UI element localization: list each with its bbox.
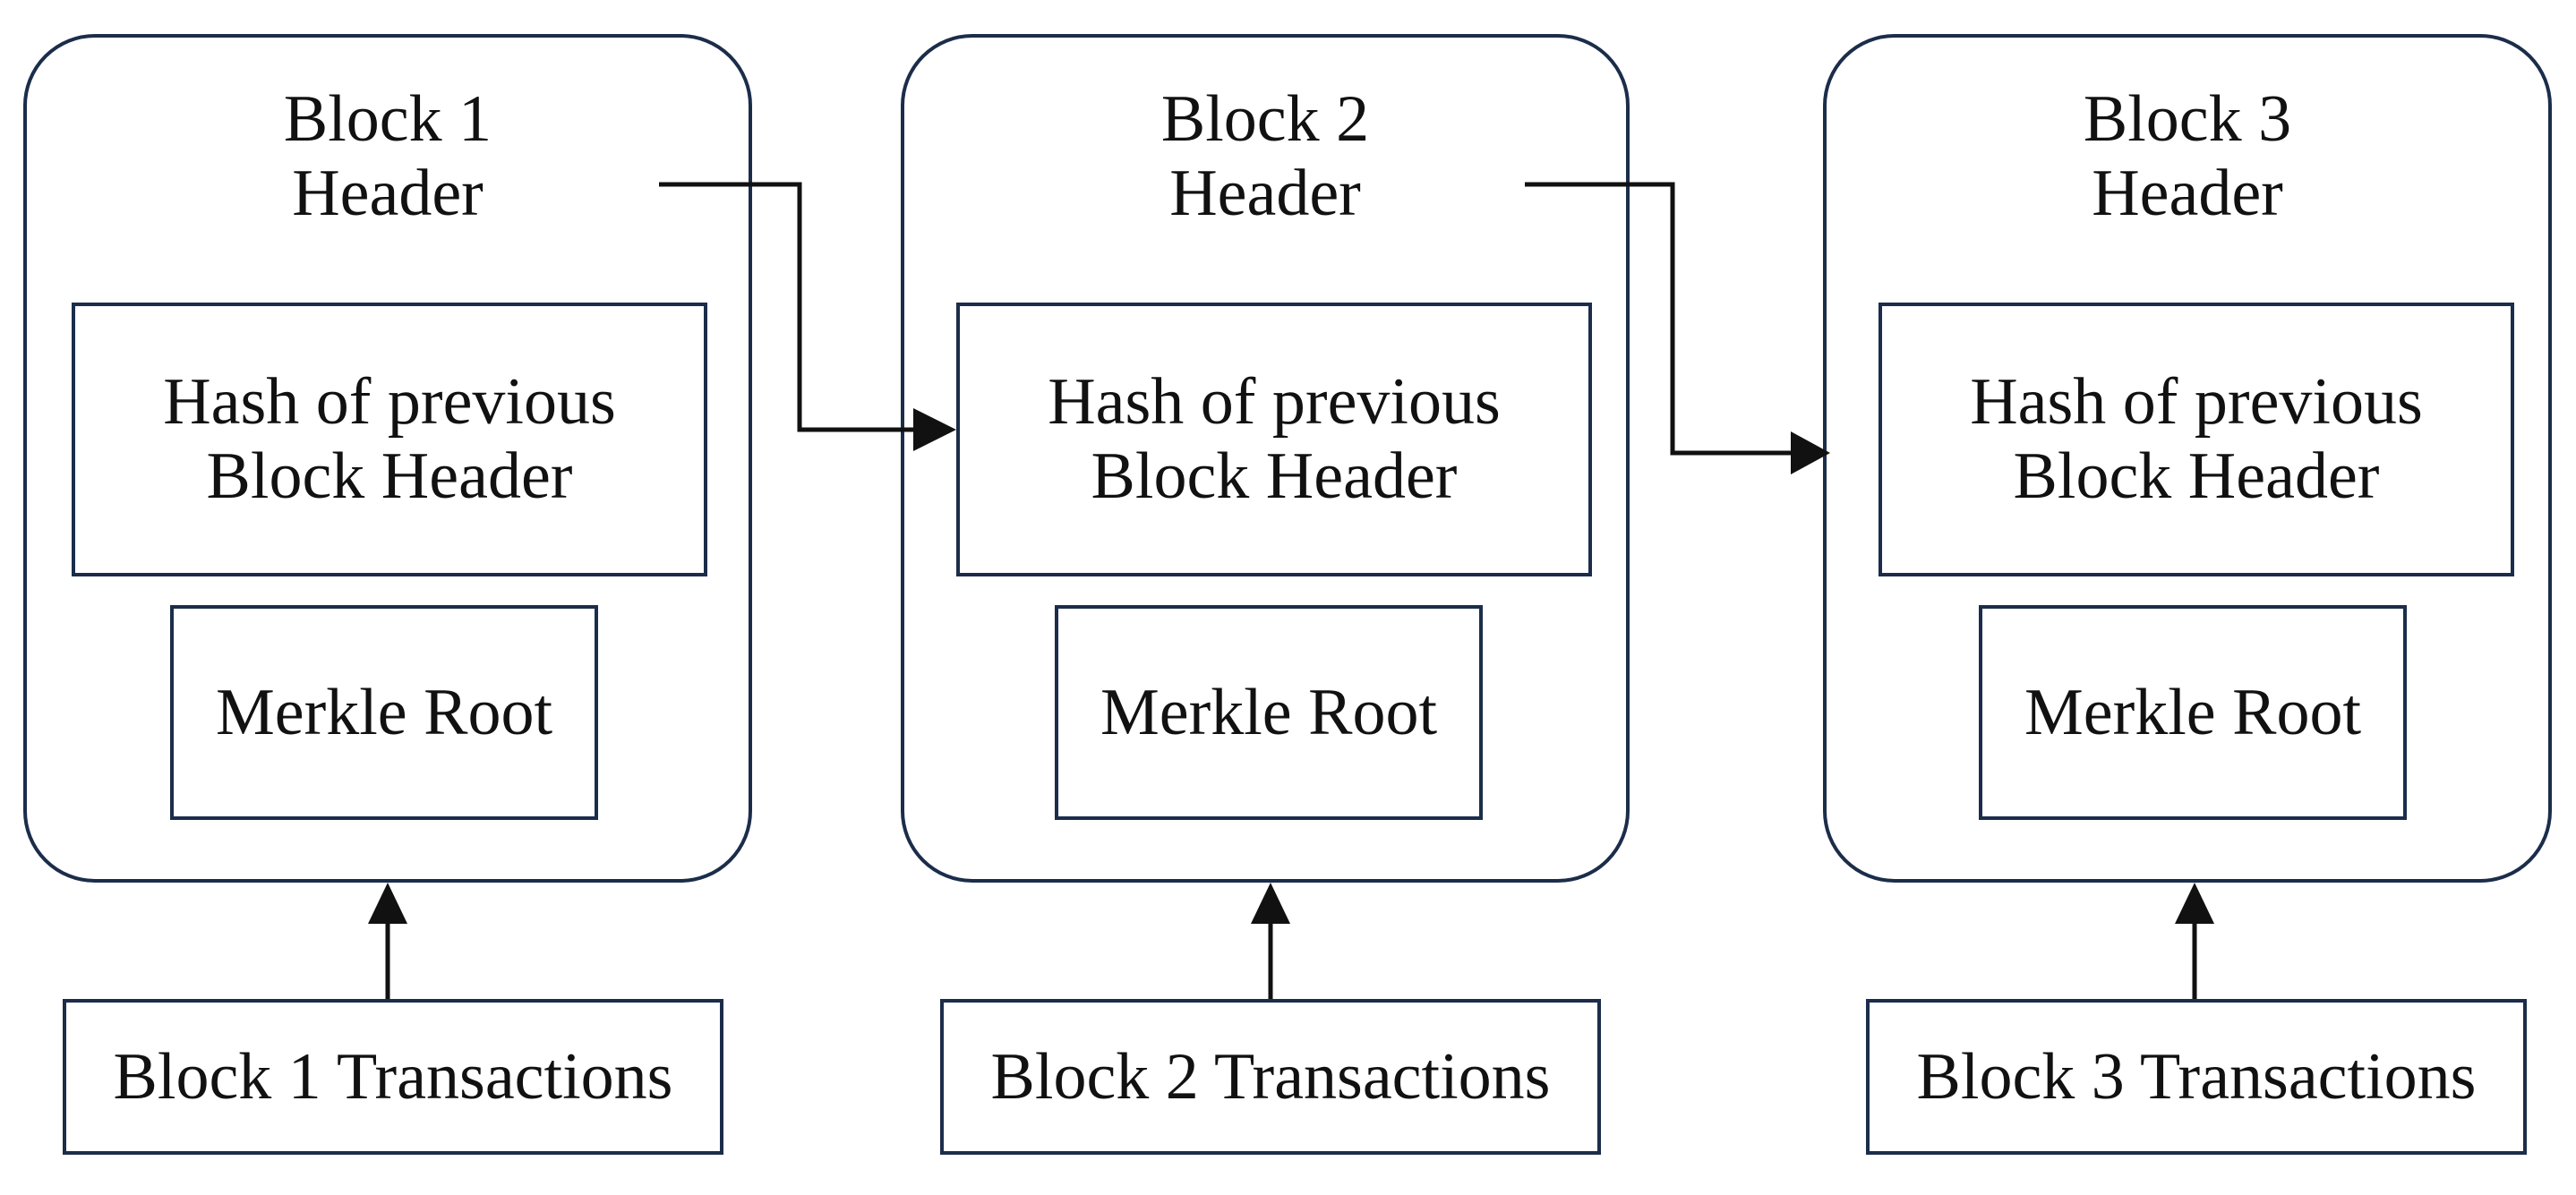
block-3-merkle-root-label: Merkle Root: [2024, 675, 2362, 749]
block-2-merkle-root-label: Merkle Root: [1100, 675, 1438, 749]
block-3-transactions-box: Block 3 Transactions: [1866, 999, 2527, 1155]
block-1-prev-hash-box: Hash of previous Block Header: [72, 303, 707, 576]
tx-arrowhead-block-3: [2175, 883, 2214, 924]
block-1-prev-hash-line1: Hash of previous: [163, 365, 616, 440]
chain-arrow-2-to-3: [1525, 182, 1791, 456]
block-1-merkle-root-label: Merkle Root: [215, 675, 553, 749]
block-2-prev-hash-line2: Block Header: [1091, 440, 1458, 513]
chain-arrowhead-2-to-3: [1791, 431, 1830, 474]
block-2-title-line2: Header: [1169, 156, 1361, 230]
block-3-title: Block 3 Header: [1823, 82, 2552, 231]
block-1-title: Block 1 Header: [23, 82, 752, 231]
tx-arrowhead-block-2: [1251, 883, 1290, 924]
block-2-prev-hash-line1: Hash of previous: [1048, 365, 1501, 440]
block-2-title-line1: Block 2: [1160, 82, 1370, 156]
block-3-title-line2: Header: [2092, 156, 2283, 230]
block-3-merkle-root-box: Merkle Root: [1979, 605, 2407, 820]
block-3-transactions-label: Block 3 Transactions: [1916, 1039, 2477, 1114]
block-1-transactions-box: Block 1 Transactions: [63, 999, 723, 1155]
block-1-title-line1: Block 1: [283, 82, 492, 156]
block-3-prev-hash-line1: Hash of previous: [1970, 365, 2423, 440]
block-2-merkle-root-box: Merkle Root: [1055, 605, 1483, 820]
block-1-prev-hash-line2: Block Header: [206, 440, 573, 513]
block-3-prev-hash-box: Hash of previous Block Header: [1879, 303, 2514, 576]
chain-arrowhead-1-to-2: [913, 408, 956, 451]
block-2-transactions-box: Block 2 Transactions: [940, 999, 1601, 1155]
block-1-transactions-label: Block 1 Transactions: [113, 1039, 673, 1114]
block-3-title-line1: Block 3: [2083, 82, 2292, 156]
block-2-title: Block 2 Header: [901, 82, 1630, 231]
chain-arrow-1-to-2: [659, 182, 913, 432]
block-2-prev-hash-box: Hash of previous Block Header: [956, 303, 1592, 576]
block-1-title-line2: Header: [292, 156, 484, 230]
block-1-merkle-root-box: Merkle Root: [170, 605, 598, 820]
block-3-prev-hash-line2: Block Header: [2013, 440, 2380, 513]
tx-arrowhead-block-1: [368, 883, 407, 924]
block-2-transactions-label: Block 2 Transactions: [990, 1039, 1551, 1114]
